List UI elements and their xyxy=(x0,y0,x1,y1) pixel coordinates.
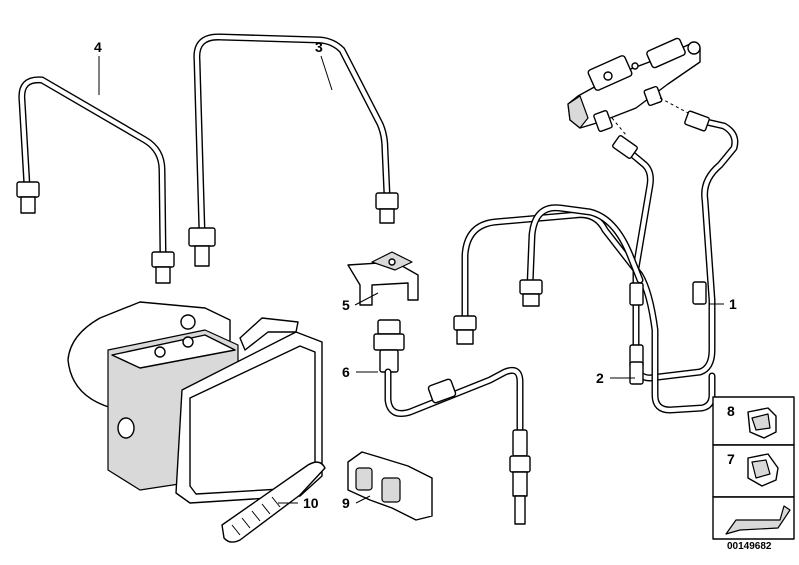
callout-part-10: 10 xyxy=(303,495,319,511)
brake-master-cylinder xyxy=(567,37,701,136)
callout-part-7: 7 xyxy=(727,451,735,467)
callout-part-8: 8 xyxy=(727,403,735,419)
brake-pipe-part-4 xyxy=(16,76,175,284)
callout-part-1: 1 xyxy=(729,296,737,312)
callout-part-2: 2 xyxy=(596,370,604,386)
brake-hose-part-6 xyxy=(373,319,531,525)
bracket-part-5 xyxy=(347,251,419,306)
callout-part-3: 3 xyxy=(315,39,323,55)
callout-part-4: 4 xyxy=(94,39,102,55)
clamp-part-9 xyxy=(347,451,433,521)
leader-lines xyxy=(98,55,724,504)
cable-holder-part-10 xyxy=(221,461,326,543)
brake-line-parts-1-2 xyxy=(453,110,739,414)
callout-part-5: 5 xyxy=(342,297,350,313)
hydraulic-unit xyxy=(67,301,323,504)
callout-part-6: 6 xyxy=(342,364,350,380)
brake-pipe-part-3 xyxy=(188,33,399,267)
inset-panel xyxy=(712,396,795,540)
callout-part-9: 9 xyxy=(342,495,350,511)
diagram-document-number: 00149682 xyxy=(727,541,772,552)
